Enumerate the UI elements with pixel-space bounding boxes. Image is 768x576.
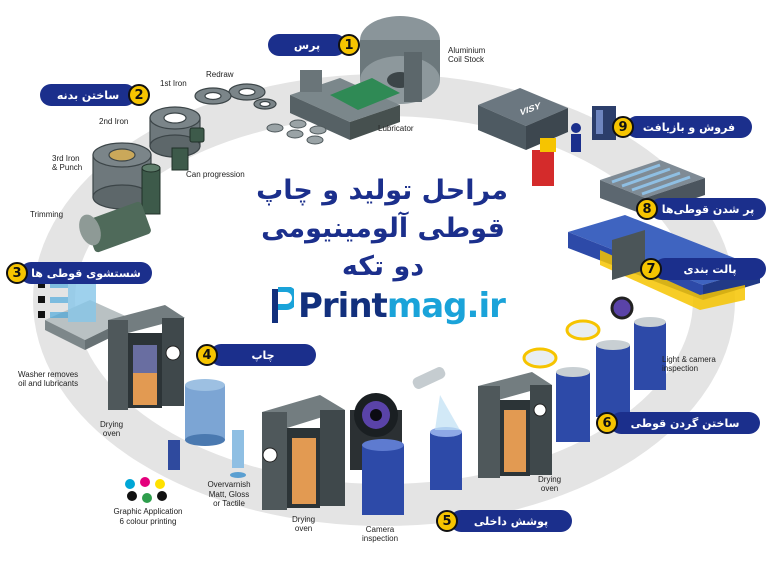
printed-can-icon [185,379,225,446]
label-camera-inspection: Camera inspection [362,525,399,544]
step-8-label: پر شدن قوطی‌ها [650,198,766,220]
step-3-label: شستشوی قوطی ها [20,262,152,284]
label-washer: Washer removes oil and lubricants [18,370,79,389]
label-overvarnish: Overvarnish [207,480,251,489]
ink-dots-icon [125,477,167,503]
step-4: 4 چاپ [196,344,316,366]
label-light-camera: Light & camera inspection [662,355,716,374]
main-title: مراحل تولید و چاپ قوطی آلومینیومی دو تکه [256,172,508,286]
step-3: 3 شستشوی قوطی ها [6,262,152,284]
aluminium-coil-icon [360,16,440,104]
drying-oven-right-icon [478,372,552,478]
blue-cans-bottom-icon [362,367,462,515]
label-trimming: Trimming [30,210,64,219]
step-7-label: پالت بندی [654,258,766,280]
title-line-1: مراحل تولید و چاپ [256,175,508,206]
step-1-number: 1 [338,34,360,56]
label-drying-oven-left: Drying oven [100,420,124,439]
label-graphic-application: Graphic Application [113,507,183,516]
title-line-3: دو تکه [341,251,425,282]
logo-text-print: Print [298,286,388,326]
step-5: 5 پوشش داخلی [436,510,572,532]
step-4-label: چاپ [210,344,316,366]
step-4-number: 4 [196,344,218,366]
recycling-bin-icon [532,138,556,186]
step-9: 9 فروش و بازیافت [612,116,752,138]
step-2: ساختن بدنه 2 [40,84,150,106]
label-aluminium-coil: Aluminium Coil Stock [448,46,486,65]
label-drying-oven-bottom: Drying oven [292,515,316,534]
step-7: 7 پالت بندی [640,258,766,280]
step-8: 8 پر شدن قوطی‌ها [636,198,766,220]
necked-cans-icon [522,296,666,442]
store-building-icon [478,88,568,150]
label-3rd-iron: 3rd Iron & Punch [52,154,83,173]
step-6-number: 6 [596,412,618,434]
person-icon [571,123,581,152]
step-5-label: پوشش داخلی [450,510,572,532]
iron-rings-icon [92,83,277,210]
cup-blanks-icon [266,119,327,145]
title-line-2: قوطی آلومینیومی [261,213,505,244]
logo-mark-icon [272,286,298,325]
label-can-progression: Can progression [186,170,245,179]
step-9-label: فروش و بازیافت [626,116,752,138]
label-2nd-iron: 2nd Iron [99,117,129,126]
can-progression-icon [141,127,205,215]
step-6: 6 ساختن گردن قوطی [596,412,760,434]
step-7-number: 7 [640,258,662,280]
label-lubricator: Lubricator [378,124,414,133]
drying-oven-bottom-icon [262,395,345,510]
step-8-number: 8 [636,198,658,220]
spray-can-icon [168,430,246,478]
step-1-label: پرس [268,34,346,56]
label-drying-oven-right: Drying oven [538,475,562,494]
label-1st-iron: 1st Iron [160,79,187,88]
label-colour-printing: 6 colour printing [119,517,177,526]
step-5-number: 5 [436,510,458,532]
drying-oven-left-icon [108,305,185,410]
step-9-number: 9 [612,116,634,138]
press-machine-icon [290,52,422,140]
step-1: پرس 1 [268,34,360,56]
trimming-icon [79,201,151,253]
step-3-number: 3 [6,262,28,284]
label-redraw: Redraw [206,70,234,79]
logo-text-mag: mag.ir [386,286,506,326]
label-overvarnish-sub: Matt, Gloss or Tactile [208,490,250,509]
step-6-label: ساختن گردن قوطی [610,412,760,434]
step-2-label: ساختن بدنه [40,84,136,106]
step-2-number: 2 [128,84,150,106]
